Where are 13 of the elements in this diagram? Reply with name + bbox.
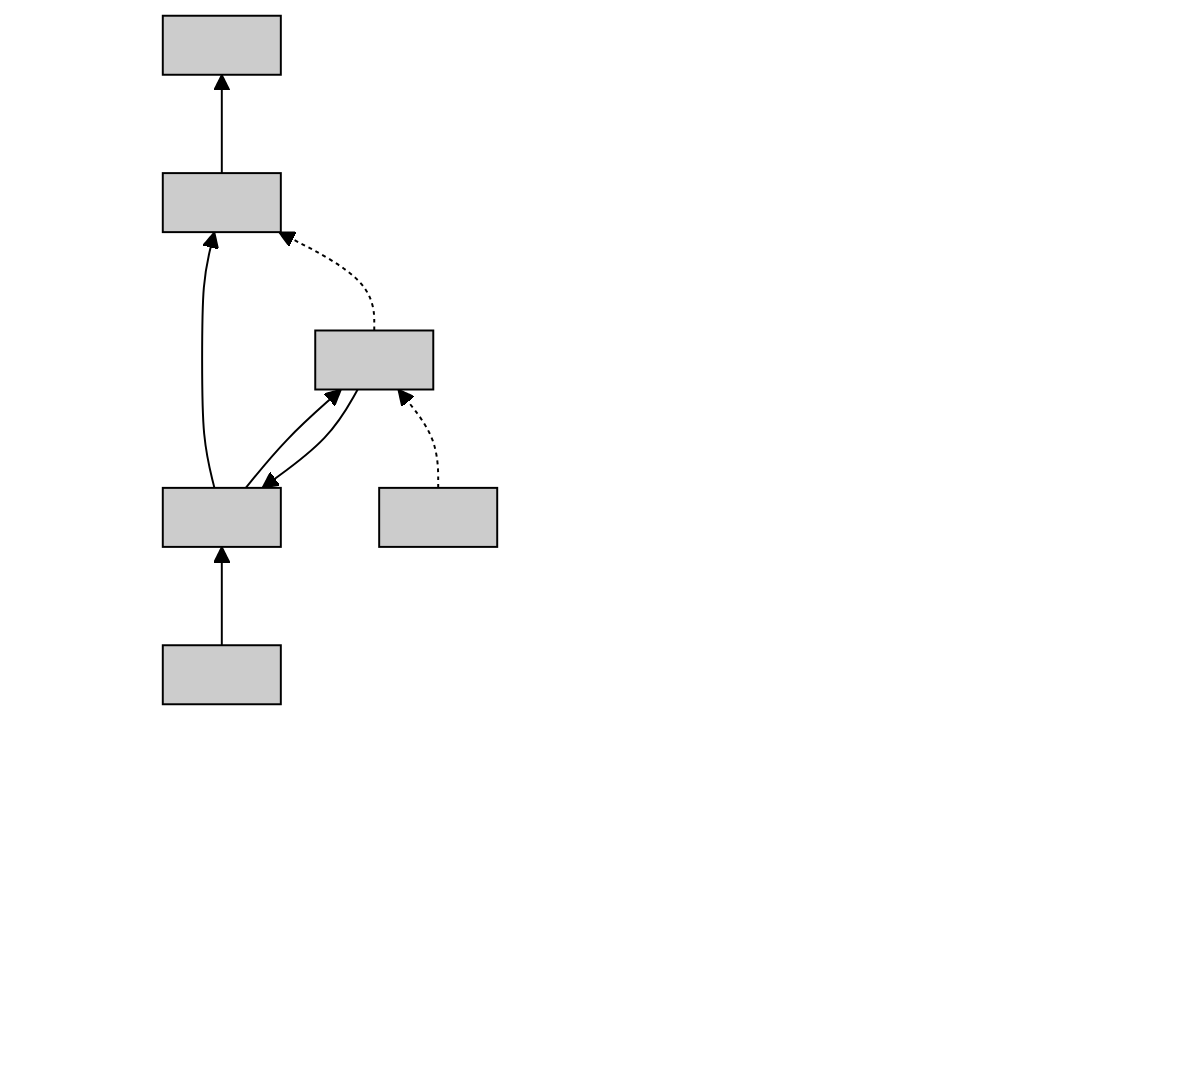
node-box: [161, 644, 282, 706]
node-box: [161, 486, 282, 548]
arrow: [261, 388, 359, 489]
node-box: [314, 329, 435, 391]
arrow: [201, 231, 220, 489]
arrow: [244, 388, 342, 489]
node-box: [161, 14, 282, 76]
arrow: [278, 231, 376, 332]
arrow: [397, 388, 440, 489]
arrow: [213, 73, 231, 175]
node-box: [161, 172, 282, 234]
arrow: [213, 546, 231, 647]
node-box: [378, 486, 499, 548]
